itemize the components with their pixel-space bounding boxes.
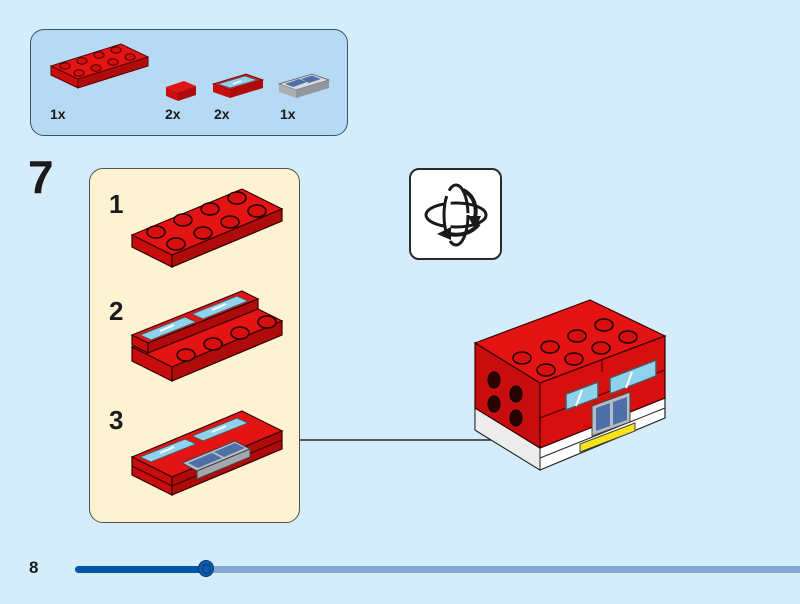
assembled-model-illustration xyxy=(473,299,667,471)
parts-list-box: 1x 2x 2x 1x xyxy=(30,29,348,136)
rotate-model-icon xyxy=(424,183,488,247)
progress-bar[interactable] xyxy=(75,560,800,577)
substep-label-1: 1 xyxy=(109,189,124,219)
substep-label-3: 3 xyxy=(109,405,124,435)
part-red-plate-2x4 xyxy=(49,43,150,89)
part-quantity: 1x xyxy=(280,106,296,122)
part-quantity: 2x xyxy=(165,106,181,122)
step-number: 7 xyxy=(28,151,54,203)
part-gray-tile-1x2-grille xyxy=(277,73,331,98)
substep-1-plate-illustration xyxy=(130,188,284,268)
part-quantity: 2x xyxy=(214,106,230,122)
part-quantity: 1x xyxy=(50,106,66,122)
substep-3-grille-illustration xyxy=(130,410,284,496)
substep-label-2: 2 xyxy=(109,296,124,326)
progress-thumb[interactable] xyxy=(197,560,214,577)
progress-fill xyxy=(75,566,206,573)
page-number: 8 xyxy=(29,558,39,577)
substep-2-window-illustration xyxy=(130,290,284,382)
rotate-model-button[interactable] xyxy=(409,168,502,260)
substep-panel: 1 2 3 xyxy=(89,168,300,523)
part-red-tile-1x2-window xyxy=(211,73,265,98)
part-red-tile-1x1 xyxy=(166,81,196,101)
